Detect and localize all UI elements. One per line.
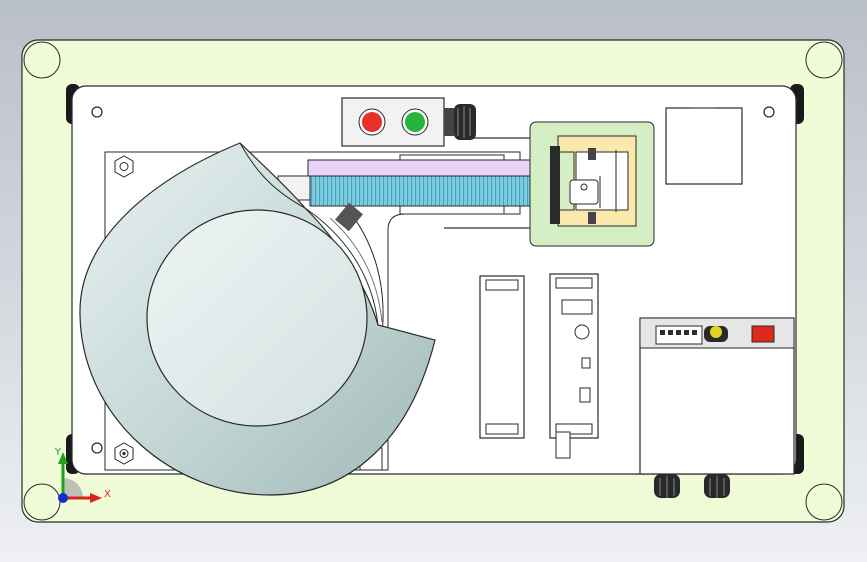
- base-corner-foot: [23, 483, 61, 521]
- cable-gland-icon: [444, 104, 476, 140]
- mounting-hole: [91, 106, 103, 118]
- base-corner-foot: [805, 41, 843, 79]
- pushbutton-box: [341, 97, 476, 147]
- digital-controller: [549, 273, 599, 459]
- power-switch[interactable]: [751, 325, 775, 343]
- base-corner-foot: [805, 483, 843, 521]
- mounting-hole: [91, 442, 103, 454]
- hex-bolt-icon: [114, 442, 134, 465]
- clamp-module: [529, 121, 655, 247]
- cover-box: [665, 107, 743, 185]
- bowl-center: [146, 209, 368, 427]
- display-window: [561, 299, 593, 315]
- adjust-knob[interactable]: [574, 324, 590, 340]
- vibratory-bowl: [79, 142, 436, 496]
- sensor-amplifier-left: [479, 275, 525, 439]
- mounting-hole: [763, 106, 775, 118]
- cable-gland-icon: [654, 474, 680, 498]
- base-corner-foot: [23, 41, 61, 79]
- cable-gland-icon: [704, 474, 730, 498]
- coordinate-triad-icon[interactable]: Y X: [54, 447, 111, 503]
- stop-button[interactable]: [362, 112, 382, 132]
- start-button[interactable]: [405, 112, 425, 132]
- axis-y-label: Y: [54, 447, 62, 458]
- electrical-box: [639, 317, 795, 475]
- axis-x-label: X: [104, 489, 111, 500]
- rail-cover: [307, 159, 559, 177]
- hex-bolt-icon: [114, 155, 134, 178]
